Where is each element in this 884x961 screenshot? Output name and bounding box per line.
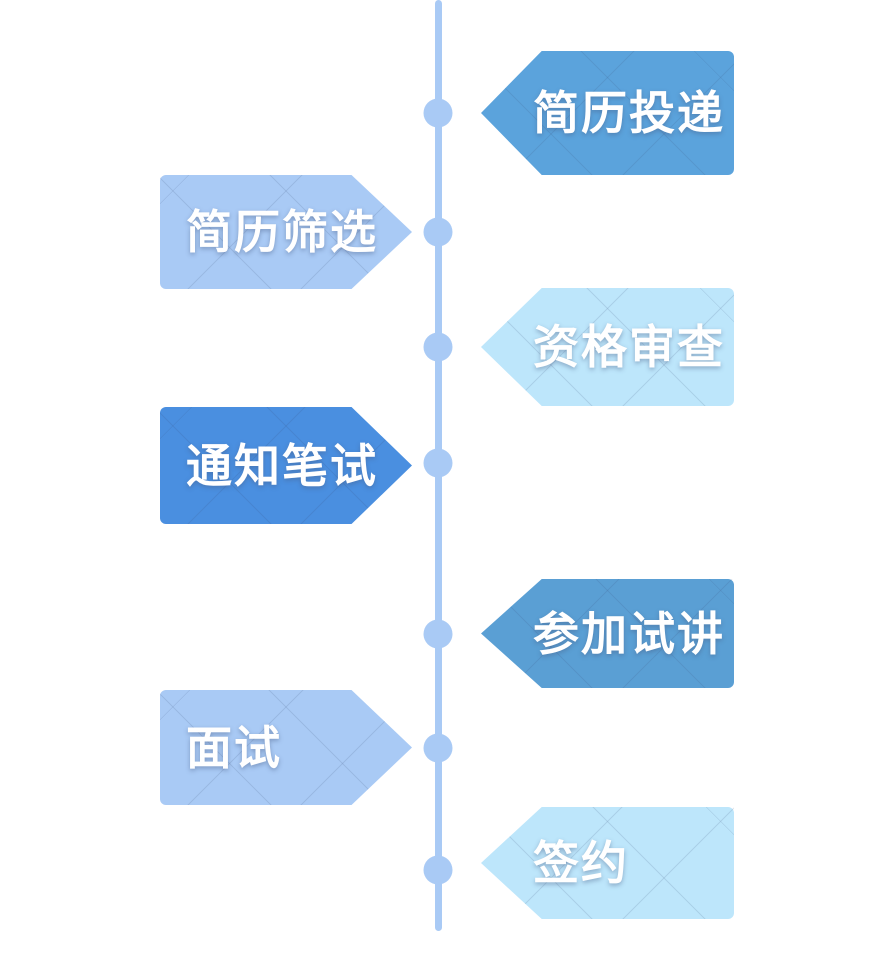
timeline-dot-7 bbox=[423, 855, 453, 885]
chevron-shape bbox=[481, 807, 734, 919]
flow-step-3[interactable]: 资格审查 bbox=[481, 288, 734, 406]
timeline-dot-6 bbox=[423, 733, 453, 763]
flow-step-1[interactable]: 简历投递 bbox=[481, 51, 734, 175]
flow-step-2[interactable]: 简历筛选 bbox=[160, 175, 412, 289]
flow-step-label: 简历筛选 bbox=[186, 205, 378, 259]
timeline-dot-3 bbox=[423, 332, 453, 362]
chevron-shape bbox=[160, 175, 412, 289]
chevron-shape bbox=[160, 690, 412, 805]
chevron-shape bbox=[481, 51, 734, 175]
flow-step-label: 签约 bbox=[533, 836, 629, 890]
flow-step-5[interactable]: 参加试讲 bbox=[481, 579, 734, 688]
flow-step-label: 参加试讲 bbox=[533, 606, 725, 661]
flow-step-label: 面试 bbox=[186, 720, 282, 775]
flow-step-6[interactable]: 面试 bbox=[160, 690, 412, 805]
flow-step-label: 简历投递 bbox=[533, 86, 725, 140]
chevron-shape bbox=[160, 407, 412, 524]
timeline-dot-2 bbox=[423, 217, 453, 247]
flow-step-label: 通知笔试 bbox=[186, 438, 378, 493]
chevron-shape bbox=[481, 579, 734, 688]
timeline-dot-1 bbox=[423, 98, 453, 128]
flow-step-4[interactable]: 通知笔试 bbox=[160, 407, 412, 524]
timeline-dot-5 bbox=[423, 619, 453, 649]
chevron-shape bbox=[481, 288, 734, 406]
flow-step-7[interactable]: 签约 bbox=[481, 807, 734, 919]
flow-step-label: 资格审查 bbox=[533, 320, 725, 374]
timeline-dot-4 bbox=[423, 448, 453, 478]
